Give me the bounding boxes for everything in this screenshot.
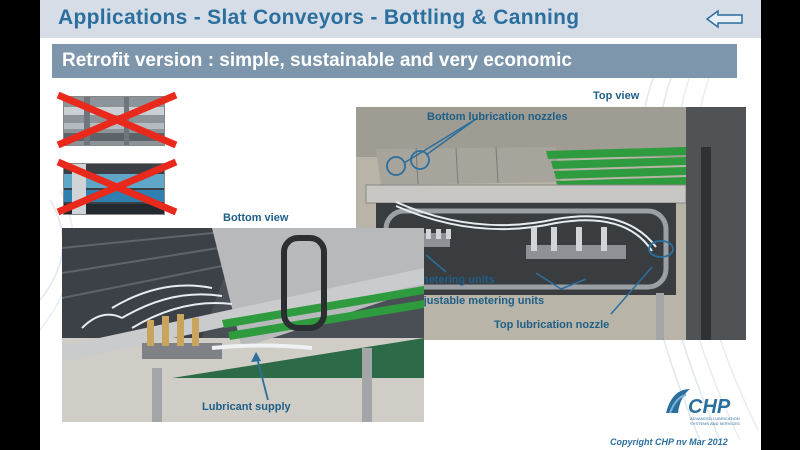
svg-text:SYSTEMS AND SERVICES: SYSTEMS AND SERVICES <box>690 421 740 426</box>
lubricant-supply-annotation: Lubricant supply <box>202 401 291 413</box>
copyright-footer: Copyright CHP nv Mar 2012 <box>610 437 728 447</box>
top-nozzle-annotation: Top lubrication nozzle <box>494 319 610 331</box>
top-view-label: Top view <box>593 90 640 102</box>
subtitle-bar: Retrofit version : simple, sustainable a… <box>52 44 737 78</box>
bottom-view-photo <box>62 228 424 422</box>
cross-out-mark-2 <box>56 158 178 216</box>
slide-subtitle: Retrofit version : simple, sustainable a… <box>62 50 572 71</box>
svg-text:ADVANCED LUBRICATION: ADVANCED LUBRICATION <box>690 416 740 421</box>
bottom-view-label: Bottom view <box>223 212 289 224</box>
chp-logo: CHP ADVANCED LUBRICATION SYSTEMS AND SER… <box>662 383 757 429</box>
cross-out-mark-1 <box>56 91 178 149</box>
svg-text:CHP: CHP <box>688 396 731 418</box>
title-bar: Applications - Slat Conveyors - Bottling… <box>40 0 761 38</box>
adjustable-units-annotation: Adjustable metering units <box>409 295 545 307</box>
back-arrow-icon[interactable] <box>706 9 744 29</box>
slide: Applications - Slat Conveyors - Bottling… <box>40 0 761 450</box>
bottom-nozzles-annotation: Bottom lubrication nozzles <box>427 111 568 123</box>
slide-title: Applications - Slat Conveyors - Bottling… <box>58 6 580 29</box>
